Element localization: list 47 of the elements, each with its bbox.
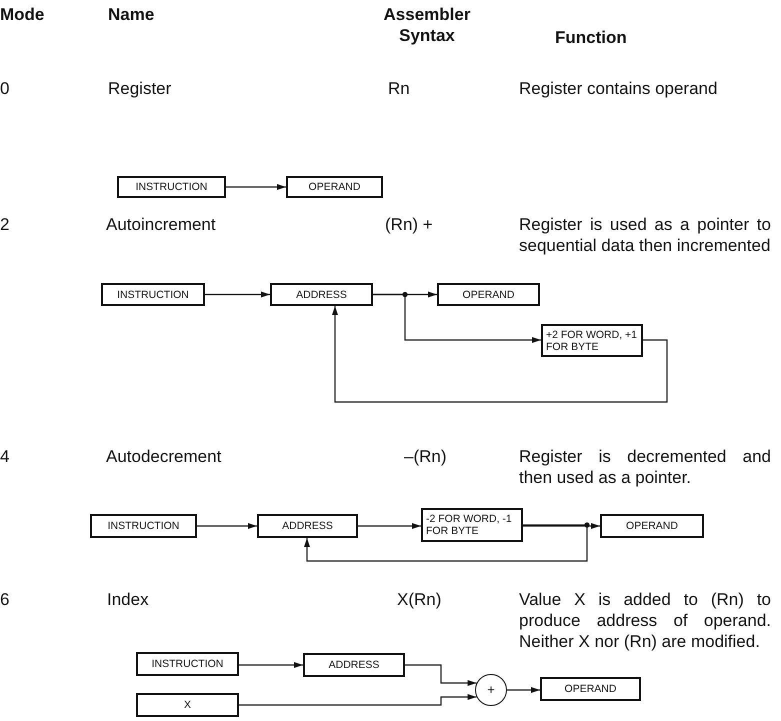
register-box: -2 FOR WORD, -1 FOR BYTE: [421, 508, 523, 542]
mode-number: 2: [0, 214, 10, 235]
column-header: Name: [108, 4, 154, 25]
arrow: [205, 292, 270, 298]
mode-number: 0: [0, 78, 10, 99]
register-box: OPERAND: [286, 176, 383, 198]
function-description: Value X is added to (Rn) to produce address of operand. Neither X nor (Rn) are modified.: [519, 589, 771, 652]
register-box: INSTRUCTION: [90, 514, 197, 538]
assembler-syntax: X(Rn): [397, 589, 442, 610]
register-box: ADDRESS: [270, 283, 373, 306]
adder-circle: +: [475, 674, 507, 706]
function-description: Register is used as a pointer to sequential data then incremented: [519, 214, 771, 256]
register-box: OPERAND: [437, 283, 540, 306]
mode-name: Index: [107, 589, 149, 610]
assembler-syntax: (Rn) +: [385, 214, 433, 235]
register-box: ADDRESS: [257, 514, 358, 538]
register-box: +2 FOR WORD, +1 FOR BYTE: [541, 324, 643, 357]
arrow: [304, 524, 588, 562]
mode-number: 6: [0, 589, 10, 610]
column-header: Assembler Syntax: [383, 4, 471, 46]
arrow: [373, 294, 541, 343]
register-box: INSTRUCTION: [136, 652, 239, 676]
assembler-syntax: –(Rn): [404, 446, 447, 467]
register-box: ADDRESS: [303, 653, 405, 677]
arrow: [523, 523, 600, 529]
register-box: OPERAND: [600, 514, 704, 538]
register-box: INSTRUCTION: [101, 283, 205, 306]
arrow: [507, 687, 540, 693]
arrow: [358, 523, 421, 529]
mode-name: Autoincrement: [106, 214, 216, 235]
function-description: Register contains operand: [519, 78, 718, 99]
arrow: [332, 306, 668, 403]
mode-number: 4: [0, 446, 10, 467]
register-box: OPERAND: [540, 677, 641, 701]
arrow: [239, 662, 303, 668]
register-box: X: [136, 693, 239, 717]
function-description: Register is decremented and then used as a pointer.: [519, 446, 771, 488]
assembler-syntax: Rn: [388, 78, 410, 99]
column-header: Mode: [0, 4, 44, 25]
arrow: [239, 694, 477, 706]
column-header: Function: [555, 27, 627, 48]
register-box: INSTRUCTION: [117, 176, 226, 198]
arrow: [405, 664, 477, 686]
arrow: [197, 523, 257, 529]
arrow: [226, 184, 286, 190]
mode-name: Register: [108, 78, 172, 99]
mode-name: Autodecrement: [106, 446, 222, 467]
